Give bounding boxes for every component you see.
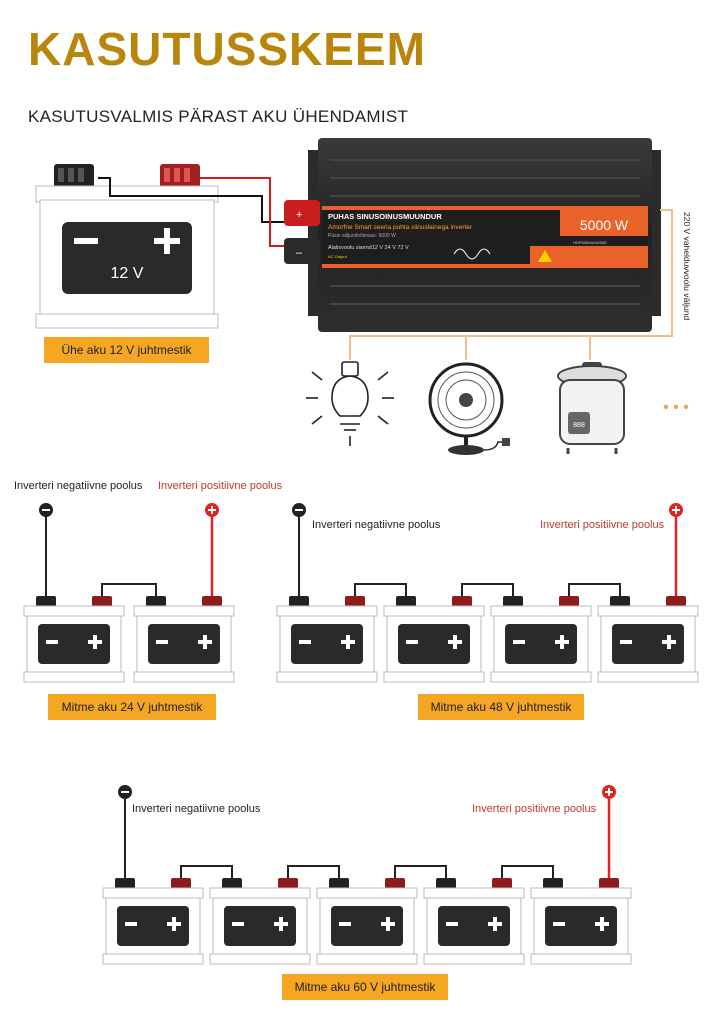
minus-icon <box>46 640 58 644</box>
ac-output-side-label: 220 V vahelduvvoolu väljund <box>682 212 692 320</box>
minus-icon <box>156 640 168 644</box>
wiring-24v-battery <box>133 596 235 683</box>
label-48v: Mitme aku 48 V juhtmestik <box>418 694 584 720</box>
svg-text:888: 888 <box>573 422 585 429</box>
negative-pole-label-48v: Inverteri negatiivne poolus <box>312 519 441 531</box>
svg-text:–: – <box>296 247 303 259</box>
inverter-input-voltage: Alalisvoolu sisend12 V 24 V 72 V <box>328 245 409 251</box>
negative-pole-label-60v: Inverteri negatiivne poolus <box>132 803 261 815</box>
wiring-48v-battery <box>383 596 485 683</box>
wiring-60v-battery <box>316 878 418 965</box>
wiring-48v-battery <box>597 596 699 683</box>
wiring-48v-battery <box>276 596 378 683</box>
wiring-60v-battery <box>209 878 311 965</box>
minus-icon <box>232 922 244 926</box>
wiring-48v-battery <box>490 596 592 683</box>
minus-icon <box>446 922 458 926</box>
label-12v: Ühe aku 12 V juhtmestik <box>44 337 209 363</box>
label-24v: Mitme aku 24 V juhtmestik <box>48 694 216 720</box>
positive-pole-label-60v: Inverteri positiivne poolus <box>472 803 597 815</box>
inverter-rated-power: Püsiv väljundvõimsus: 5000 W <box>328 233 396 239</box>
inverter-ac-output-label: AC Output <box>328 254 348 259</box>
page-title: KASUTUSSKEEM <box>28 23 426 75</box>
inverter-model: HDP5000A24000E <box>573 240 607 245</box>
positive-pole-label-24v: Inverteri positiivne poolus <box>158 480 283 492</box>
minus-icon <box>620 640 632 644</box>
minus-icon <box>513 640 525 644</box>
battery-12v: 12 V <box>35 164 219 329</box>
inverter: PUHAS SINUSOINUSMUUNDUR Amorfne Smart se… <box>284 138 692 332</box>
wiring-24v-battery <box>23 596 125 683</box>
minus-icon <box>406 640 418 644</box>
inverter-name: PUHAS SINUSOINUSMUUNDUR <box>328 212 442 221</box>
negative-terminal <box>284 238 320 264</box>
negative-pole-label-24v: Inverteri negatiivne poolus <box>14 480 143 492</box>
wiring-60v-battery <box>530 878 632 965</box>
inverter-description: Amorfne Smart seeria puhta siinuslainega… <box>328 224 473 231</box>
label-60v: Mitme aku 60 V juhtmestik <box>282 974 448 1000</box>
light-bulb-icon <box>306 361 394 446</box>
minus-icon <box>553 922 565 926</box>
minus-icon <box>339 922 351 926</box>
positive-terminal <box>284 200 320 226</box>
minus-icon <box>74 238 98 244</box>
wiring-60v <box>102 785 632 965</box>
minus-icon <box>125 922 137 926</box>
wiring-60v-battery <box>102 878 204 965</box>
battery-voltage-label: 12 V <box>111 265 144 282</box>
fan-icon <box>428 362 510 455</box>
wiring-48v <box>276 503 699 683</box>
wiring-24v <box>23 503 235 683</box>
svg-text:+: + <box>296 209 302 221</box>
wiring-60v-battery <box>423 878 525 965</box>
more-loads-icon: • • • <box>663 399 689 416</box>
sine-wave-icon <box>453 248 491 260</box>
pressure-cooker-icon: 888 <box>557 362 627 454</box>
positive-pole-label-48v: Inverteri positiivne poolus <box>540 519 665 531</box>
inverter-power: 5000 W <box>580 217 629 233</box>
minus-icon <box>299 640 311 644</box>
page-subtitle: KASUTUSVALMIS PÄRAST AKU ÜHENDAMIST <box>28 107 409 126</box>
